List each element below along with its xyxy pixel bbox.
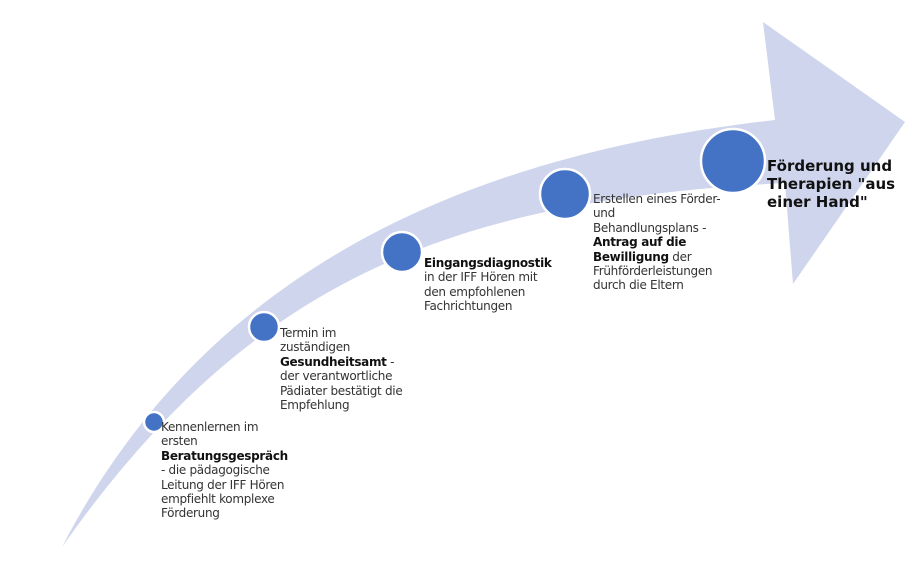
step-2-text-rest: - der verantwortliche Pädiater bestätigt… [280, 354, 403, 413]
step-2-highlight: Gesundheitsamt [280, 354, 387, 369]
step-1-marker [142, 410, 166, 434]
step-3-marker [380, 230, 424, 274]
step-3-text-rest: in der IFF Hören mit den empfohlenen Fac… [424, 270, 538, 314]
step-4-label: Erstellen eines Förder- und Behandlungsp… [593, 192, 721, 293]
step-5-highlight: Förderung und Therapien "aus einer Hand" [767, 157, 896, 211]
step-2-text: Termin im zuständigen [280, 326, 351, 355]
step-4-text: Erstellen eines Förder- und Behandlungsp… [593, 192, 721, 235]
step-4-marker [538, 167, 592, 221]
step-4-highlight: Antrag auf die Bewilligung [593, 235, 687, 264]
curved-arrow-shape [62, 22, 905, 547]
step-2-label: Termin im zuständigen Gesundheitsamt - d… [280, 326, 408, 412]
step-1-label: Kennenlernen im ersten Beratungsgespräch… [161, 420, 288, 521]
step-1-highlight: Beratungsgespräch [161, 448, 288, 463]
step-3-highlight: Eingangsdiagnostik [424, 256, 552, 270]
step-5-label: Förderung und Therapien "aus einer Hand" [767, 157, 897, 211]
step-4-text-rest: der Frühförderleistungen durch die Elter… [593, 249, 713, 293]
step-5-marker [699, 127, 767, 195]
step-1-text-rest: - die pädagogische Leitung der IFF Hören… [161, 463, 285, 521]
step-1-text: Kennenlernen im ersten [161, 420, 259, 449]
step-2-marker [247, 310, 281, 344]
step-3-label: Eingangsdiagnostik in der IFF Hören mit … [424, 256, 558, 314]
